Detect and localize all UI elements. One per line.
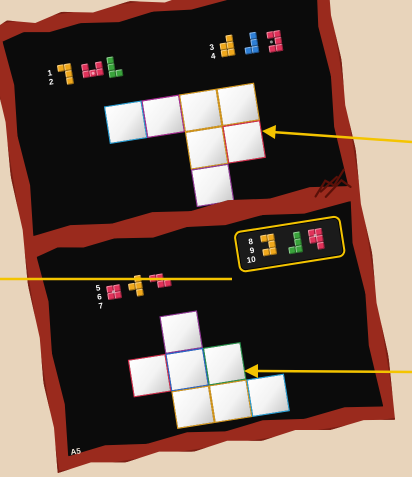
- board-square: [217, 83, 260, 126]
- board-square: [159, 310, 202, 353]
- board-square: [104, 100, 147, 143]
- challenge-number: 10: [241, 255, 256, 266]
- board-square: [222, 120, 265, 163]
- scribble-icon: [310, 165, 354, 201]
- board-square: [128, 354, 171, 397]
- challenge-numbers-5-7: 5 6 7: [86, 283, 104, 312]
- board-square: [185, 126, 228, 169]
- challenge-numbers-3-4: 3 4: [199, 43, 216, 63]
- challenge-number: 2: [39, 77, 54, 88]
- puzzle-card: 1 2 3 4: [0, 0, 398, 473]
- board-square: [171, 385, 214, 428]
- page-code: A5: [70, 446, 82, 456]
- challenge-numbers-1-2: 1 2: [37, 68, 54, 88]
- challenge-number: 7: [89, 301, 104, 312]
- board-square: [141, 95, 184, 138]
- board-square: [246, 374, 289, 417]
- board-square: [203, 342, 246, 385]
- board-square: [209, 380, 252, 423]
- challenge-number: 4: [201, 51, 216, 62]
- challenge-numbers-8-10: 8 9 10: [238, 237, 256, 266]
- board-square: [165, 348, 208, 391]
- board-square: [179, 89, 222, 132]
